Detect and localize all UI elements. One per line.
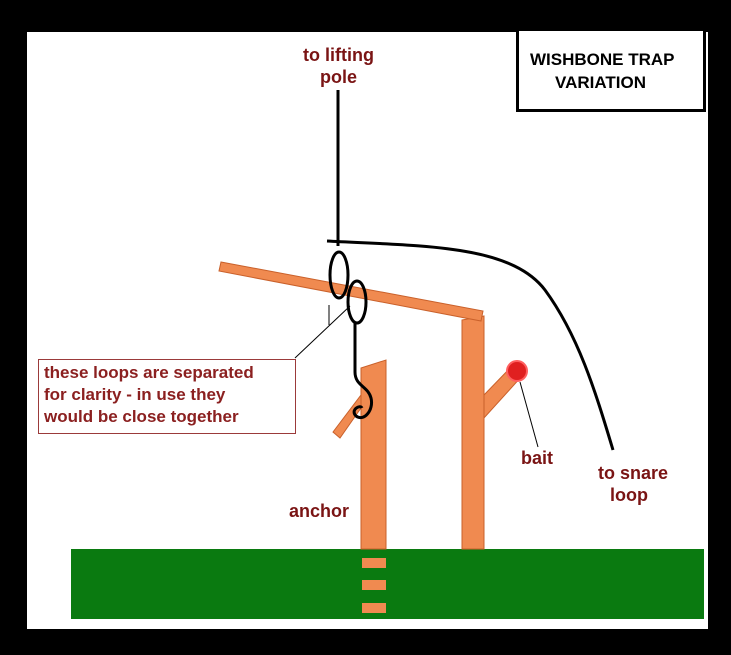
anchor-stake — [360, 359, 387, 550]
wishbone-stake — [461, 315, 485, 550]
title-line-2: VARIATION — [555, 73, 646, 92]
bait-label: bait — [521, 448, 554, 468]
note-line-3: would be close together — [44, 407, 239, 426]
snare-cord — [326, 239, 615, 451]
lifting-pole-label-1: to lifting — [303, 45, 374, 65]
anchor-underground-marks — [362, 558, 386, 613]
snare-loop-label-2: loop — [610, 485, 648, 505]
snare-loop-label-1: to snare — [598, 463, 669, 483]
title-box: WISHBONE TRAP VARIATION — [516, 28, 706, 112]
note-line-2: for clarity - in use they — [44, 385, 226, 404]
lower-loop — [346, 279, 368, 325]
toggle-cord — [352, 322, 374, 419]
note-line-1: these loops are separated — [44, 363, 254, 382]
bait-pointer — [519, 381, 539, 448]
bait-ball — [506, 360, 528, 382]
anchor-label: anchor — [289, 501, 350, 521]
loops-note-box: these loops are separated for clarity - … — [38, 359, 296, 434]
ground — [71, 549, 704, 619]
lifting-pole-label-2: pole — [320, 67, 358, 87]
upper-loop — [328, 250, 350, 300]
trigger-bar — [218, 261, 484, 322]
note-pointer — [294, 305, 351, 359]
title-line-1: WISHBONE TRAP — [530, 50, 675, 69]
